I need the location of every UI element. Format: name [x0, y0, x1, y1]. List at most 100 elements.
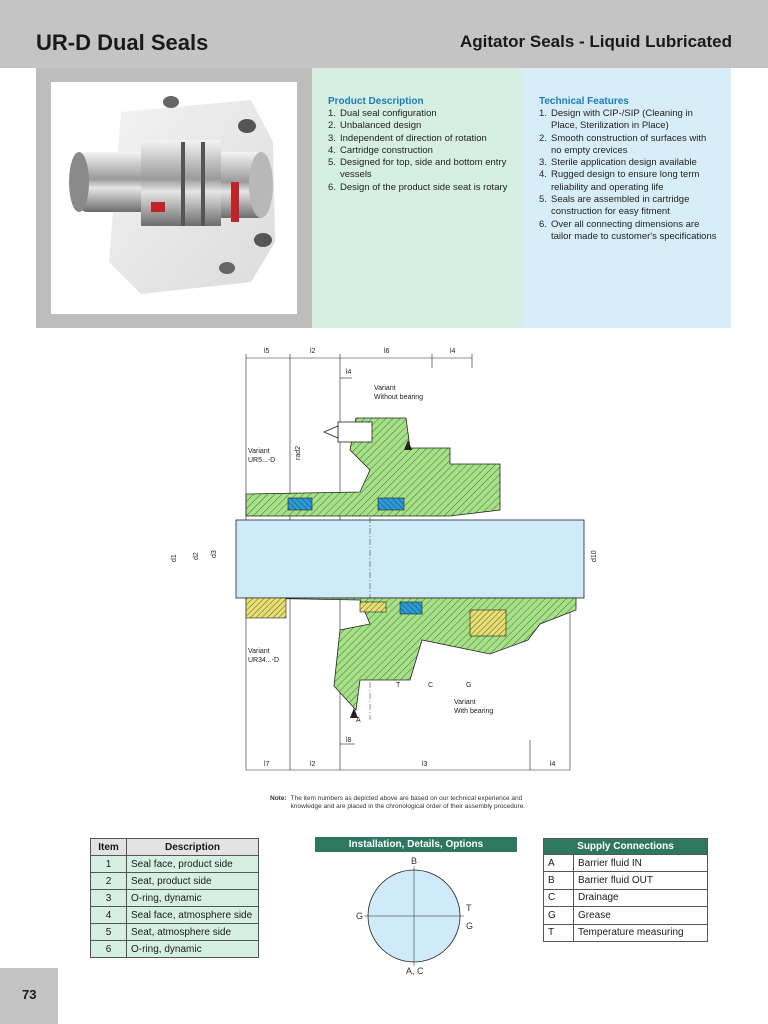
install-left: G	[356, 911, 363, 921]
variant-top-sub: Without bearing	[374, 394, 423, 401]
dim-bottom-4: l4	[550, 761, 556, 768]
product-description: Product Description 1. Dual seal configur…	[328, 96, 508, 194]
dim-bottom-1: l7	[264, 761, 270, 768]
technical-features-title: Technical Features	[539, 96, 629, 107]
technical-feature-item-text: Sterile application design available	[551, 157, 697, 169]
item-number: 4	[90, 906, 127, 924]
dim-bottom-3: l3	[422, 761, 428, 768]
page-title: UR-D Dual Seals	[36, 30, 209, 55]
product-description-item-number: 6.	[328, 181, 336, 193]
supply-code: A	[543, 853, 574, 873]
dim-l8: l8	[346, 737, 352, 744]
technical-feature-item: 6. Over all connecting dimensions are tai…	[539, 219, 719, 244]
product-description-item: 6. Design of the product side seat is rot…	[328, 182, 508, 194]
technical-feature-item-number: 5.	[539, 194, 547, 206]
product-description-item-text: Dual seal configuration	[340, 108, 437, 119]
item-number: 3	[90, 889, 127, 907]
item-description: Seat, product side	[126, 872, 259, 890]
technical-feature-item-number: 1.	[539, 108, 547, 119]
port-t-label: T	[396, 682, 401, 689]
items-header-item: Item	[90, 838, 127, 856]
page-category: Agitator Seals - Liquid Lubricated	[459, 32, 732, 51]
supply-description: Barrier fluid IN	[573, 853, 708, 873]
supply-code: T	[543, 923, 574, 942]
supply-code: C	[543, 888, 574, 908]
install-right-bottom: G	[466, 921, 473, 931]
technical-feature-item-text: Design with CIP-/SIP (Cleaning in Place,…	[551, 108, 693, 132]
technical-features-panel	[522, 68, 731, 328]
product-description-panel	[312, 68, 522, 328]
dim-l4-top: l4	[346, 369, 352, 376]
product-description-item: 4. Cartridge construction	[328, 145, 508, 157]
product-description-item-text: Cartridge construction	[340, 144, 433, 156]
items-header-description: Description	[126, 838, 259, 856]
product-description-item: 5. Designed for top, side and bottom entr…	[328, 157, 508, 182]
technical-feature-item-text: Seals are assembled in cartridge constru…	[551, 194, 690, 218]
installation-title: Installation, Details, Options	[315, 837, 517, 852]
item-description: Seat, atmosphere side	[126, 923, 259, 941]
note-text: The item numbers as depicted above are b…	[290, 795, 526, 810]
technical-feature-item-number: 4.	[539, 169, 547, 181]
seal-cross-section-drawing: l5 l2 l6 l4 l4 Variant Without bearing V…	[171, 348, 598, 771]
supply-code: G	[543, 906, 574, 925]
technical-feature-item-number: 6.	[539, 218, 547, 230]
product-description-item-number: 2.	[328, 120, 336, 132]
item-description: Seal face, product side	[126, 855, 259, 873]
page-number: 73	[22, 987, 37, 1002]
page-number-box	[0, 968, 58, 1024]
product-description-item-number: 1.	[328, 108, 336, 119]
variant-ur34-label: Variant	[248, 648, 270, 655]
supply-description: Temperature measuring	[573, 923, 708, 942]
product-description-item-number: 4.	[328, 144, 336, 156]
product-description-item-number: 3.	[328, 132, 336, 144]
product-description-item-text: Unbalanced design	[340, 120, 422, 132]
technical-feature-item-text: Smooth construction of surfaces with no …	[551, 132, 707, 156]
product-description-list: 1. Dual seal configuration 2. Unbalanced de…	[328, 108, 508, 194]
rad-label: rad2	[295, 446, 302, 460]
dim-top-1: l5	[264, 348, 270, 355]
product-description-title: Product Description	[328, 96, 424, 107]
item-description: O-ring, dynamic	[126, 889, 259, 907]
dim-bottom-2: l2	[310, 761, 316, 768]
install-bottom: A, C	[406, 966, 424, 976]
item-description: Seal face, atmosphere side	[126, 906, 259, 924]
product-description-item-text: Independent of direction of rotation	[340, 132, 487, 144]
install-right-top: T	[466, 903, 472, 913]
dim-d10: d10	[591, 550, 598, 562]
install-top: B	[411, 856, 417, 866]
supply-description: Grease	[573, 906, 708, 925]
technical-feature-item-text: Over all connecting dimensions are tailo…	[551, 218, 717, 242]
header-band	[0, 0, 768, 68]
installation-diagram: B G T G A, C	[356, 856, 473, 976]
variant-ur34-sub: UR34...-D	[248, 657, 279, 664]
product-description-item-text: Designed for top, side and bottom entry …	[340, 157, 507, 181]
dim-d1: d1	[171, 554, 178, 562]
product-description-item-number: 5.	[328, 157, 336, 169]
item-number: 6	[90, 940, 127, 958]
dim-top-3: l6	[384, 348, 390, 355]
product-description-item-text: Design of the product side seat is rotar…	[340, 181, 508, 193]
product-photo	[51, 82, 297, 314]
drawing-note: Note: The item numbers as depicted above…	[270, 795, 540, 811]
note-label: Note:	[270, 795, 287, 802]
dim-d3: d3	[211, 550, 218, 558]
technical-feature-item: 2.Smooth construction of surfaces with n…	[539, 133, 719, 158]
dim-top-2: l2	[310, 348, 316, 355]
variant-top-label: Variant	[374, 385, 396, 392]
dim-d2: d2	[193, 552, 200, 560]
product-description-item: 1. Dual seal configuration	[328, 108, 508, 120]
technical-feature-item: 3. Sterile application design available	[539, 157, 719, 169]
technical-feature-item: 1. Design with CIP-/SIP (Cleaning in Plac…	[539, 108, 719, 133]
technical-feature-item-number: 3.	[539, 157, 547, 169]
item-number: 2	[90, 872, 127, 890]
variant-bearing-label: Variant	[454, 699, 476, 706]
